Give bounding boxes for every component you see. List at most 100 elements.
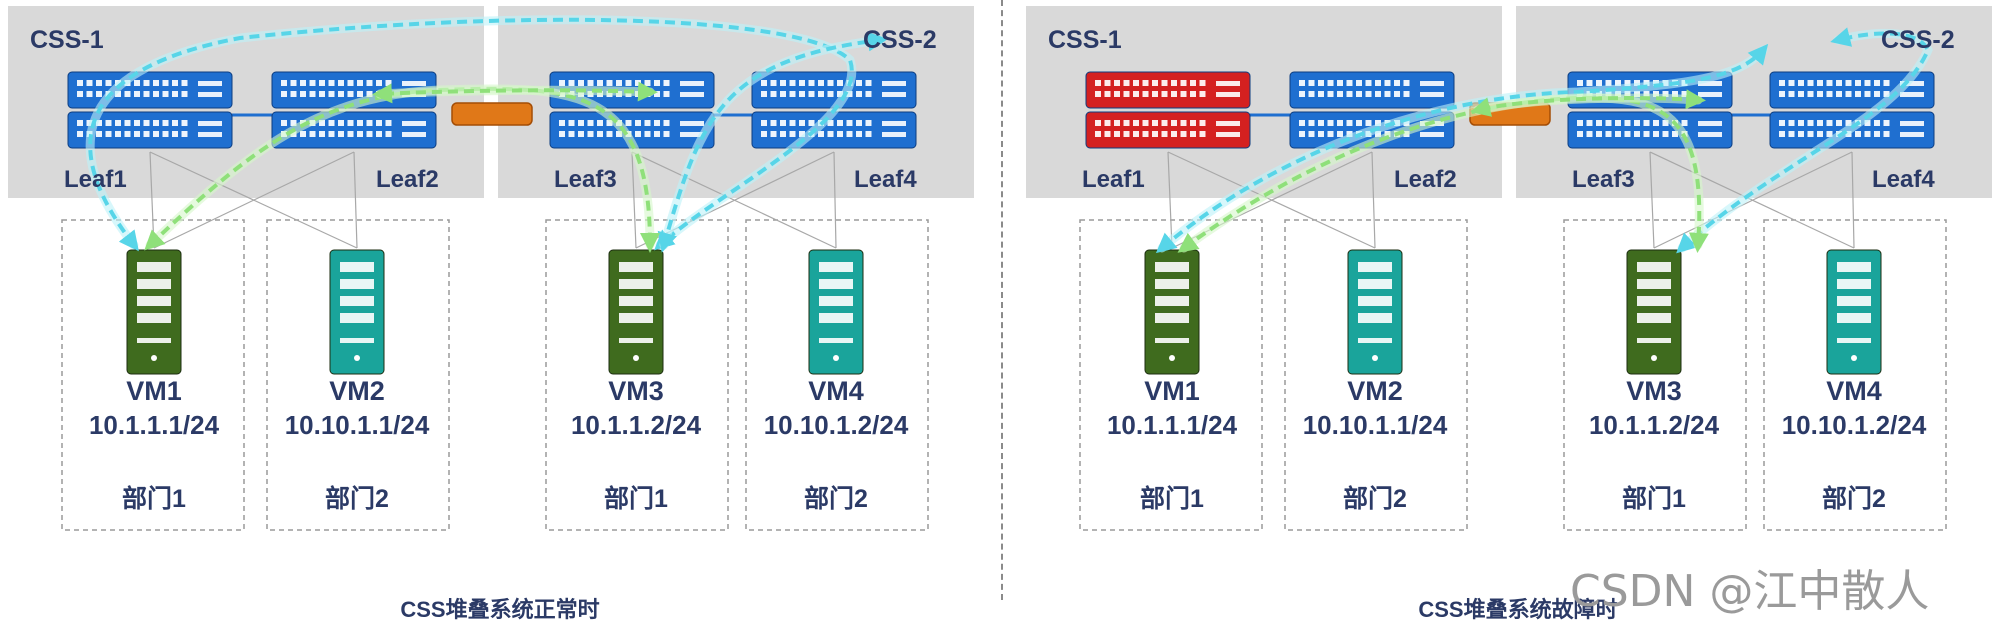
switch-port bbox=[309, 80, 316, 86]
switch-port bbox=[1095, 131, 1101, 137]
switch-port bbox=[1855, 131, 1861, 137]
switch-port bbox=[1864, 131, 1871, 137]
switch-port bbox=[153, 80, 159, 86]
server-drive bbox=[137, 296, 171, 306]
leaf1-label: Leaf1 bbox=[1082, 166, 1145, 193]
switch-port bbox=[616, 131, 622, 137]
switch-port bbox=[77, 91, 83, 97]
switch-port bbox=[1634, 120, 1640, 126]
vm4-name: VM4 bbox=[1826, 376, 1882, 406]
server-vent bbox=[1837, 338, 1871, 343]
switch-port bbox=[1161, 120, 1168, 126]
server-led bbox=[354, 355, 360, 361]
vm2-server bbox=[1347, 249, 1403, 375]
caption-failure: CSS堆叠系统故障时 bbox=[1418, 597, 1618, 622]
switch-port bbox=[663, 91, 670, 97]
switch-port bbox=[1142, 120, 1149, 126]
switch-port bbox=[1161, 80, 1168, 86]
server-drive bbox=[1358, 313, 1392, 323]
switch-port bbox=[309, 91, 316, 97]
vm2-dept: 部门2 bbox=[325, 485, 389, 513]
server-drive bbox=[1837, 262, 1871, 272]
server-drive bbox=[619, 313, 653, 323]
switch-port bbox=[856, 120, 862, 126]
switch-port bbox=[385, 120, 392, 126]
switch-port bbox=[385, 131, 392, 137]
switch-mgmt-port bbox=[1698, 132, 1722, 137]
switch-port bbox=[77, 120, 83, 126]
switch-port bbox=[559, 120, 565, 126]
switch-mgmt-port bbox=[402, 132, 426, 137]
switch-port bbox=[1199, 91, 1206, 97]
switch-port bbox=[1836, 120, 1842, 126]
switch-port bbox=[644, 131, 651, 137]
switch-port bbox=[1171, 80, 1177, 86]
switch-port bbox=[281, 80, 287, 86]
switch-port bbox=[1142, 131, 1149, 137]
switch-port bbox=[124, 131, 131, 137]
switch-port bbox=[347, 120, 354, 126]
server-drive bbox=[1155, 262, 1189, 272]
switch-port bbox=[1845, 91, 1852, 97]
switch-port bbox=[1375, 91, 1381, 97]
switch-port bbox=[300, 80, 306, 86]
switch-port bbox=[780, 120, 786, 126]
switch-port bbox=[319, 91, 325, 97]
switch-port bbox=[818, 80, 824, 86]
switch-port bbox=[1596, 80, 1602, 86]
switch-port bbox=[1845, 80, 1852, 86]
switch-port bbox=[1299, 120, 1305, 126]
switch-port bbox=[1605, 131, 1612, 137]
switch-mgmt-port bbox=[1698, 121, 1722, 126]
switch-port bbox=[1653, 120, 1659, 126]
switch-mgmt-port bbox=[680, 121, 704, 126]
switch-port bbox=[1171, 120, 1177, 126]
panel-normal: CSS-1 CSS-2 Leaf1 Leaf2 Leaf3 Leaf4 VM1 … bbox=[8, 6, 974, 622]
switch-port bbox=[96, 91, 102, 97]
switch-port bbox=[1114, 131, 1120, 137]
switch-port bbox=[635, 80, 641, 86]
switch-port bbox=[376, 120, 382, 126]
switch-port bbox=[1836, 80, 1842, 86]
vm2-ip: 10.10.1.1/24 bbox=[284, 410, 430, 440]
switch-port bbox=[799, 91, 805, 97]
switch-port bbox=[1365, 80, 1372, 86]
switch-port bbox=[1161, 91, 1168, 97]
switch-port bbox=[281, 91, 287, 97]
switch-port bbox=[865, 80, 872, 86]
switch-port bbox=[1586, 131, 1593, 137]
switch-port bbox=[124, 120, 131, 126]
switch-port bbox=[357, 91, 363, 97]
server-drive bbox=[619, 296, 653, 306]
switch-port bbox=[780, 131, 786, 137]
switch-port bbox=[789, 91, 796, 97]
switch-port bbox=[1356, 91, 1362, 97]
switch-port bbox=[1817, 91, 1823, 97]
switch-port bbox=[587, 80, 594, 86]
switch-port bbox=[1779, 80, 1785, 86]
switch-port bbox=[559, 80, 565, 86]
switch-mgmt-port bbox=[1216, 132, 1240, 137]
switch-port bbox=[761, 120, 767, 126]
switch-port bbox=[1375, 80, 1381, 86]
server-vent bbox=[1155, 338, 1189, 343]
switch-port bbox=[143, 120, 150, 126]
switch-port bbox=[357, 131, 363, 137]
switch-port bbox=[1883, 80, 1890, 86]
switch-port bbox=[1142, 91, 1149, 97]
switch-port bbox=[635, 131, 641, 137]
vm2-server bbox=[329, 249, 385, 375]
switch-port bbox=[134, 91, 140, 97]
server-drive bbox=[137, 262, 171, 272]
switch-port bbox=[290, 91, 297, 97]
switch-port bbox=[1596, 120, 1602, 126]
switch-mgmt-port bbox=[198, 132, 222, 137]
switch-unit bbox=[751, 71, 917, 109]
switch-port bbox=[105, 120, 112, 126]
switch-port bbox=[366, 80, 373, 86]
switch-port bbox=[1807, 91, 1814, 97]
switch-port bbox=[818, 91, 824, 97]
switch-port bbox=[281, 120, 287, 126]
switch-port bbox=[1327, 120, 1334, 126]
switch-port bbox=[616, 80, 622, 86]
